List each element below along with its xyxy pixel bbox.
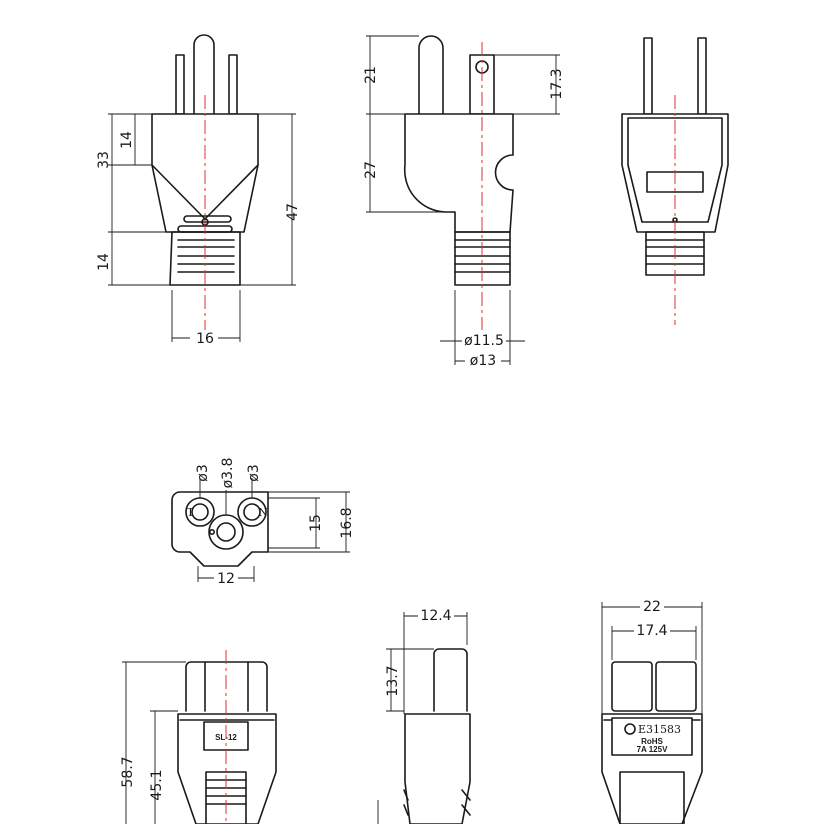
dim-side-17-3: 17.3 [549, 68, 565, 99]
dim-side-27: 27 [363, 161, 379, 179]
dim-front-16: 16 [196, 331, 214, 347]
dim-face-15: 15 [308, 514, 324, 532]
cert-number: E31583 [638, 723, 681, 736]
dim-side-d13: ø13 [470, 353, 496, 369]
dim-face-d3-8: ø3.8 [220, 458, 236, 489]
dim-conn-12-4: 12.4 [420, 608, 451, 624]
pin-label-n: N [258, 506, 268, 519]
dim-conn-13-7: 13.7 [385, 665, 401, 696]
dim-front-47: 47 [285, 203, 301, 221]
dim-conn-22: 22 [643, 599, 661, 615]
dim-front-14: 14 [119, 131, 135, 149]
dim-conn-58-7: 58.7 [120, 756, 136, 787]
connector-front-view: SL-12 58.7 45.1 [120, 650, 277, 824]
dim-face-d3-right: ø3 [246, 464, 262, 481]
dim-conn-17-4: 17.4 [636, 623, 667, 639]
connector-side-view: 12.4 13.7 [377, 608, 471, 824]
plug-front-view: 14 33 14 47 16 [96, 34, 301, 347]
dim-front-33: 33 [96, 151, 112, 169]
dim-front-14b: 14 [96, 253, 112, 271]
plug-back-view [621, 37, 729, 325]
rohs-label: RoHS [641, 737, 663, 746]
pin-label-l: L [185, 505, 193, 518]
connector-face-view: L N ø3 ø3.8 ø3 15 16.8 12 [171, 458, 355, 587]
dim-face-12: 12 [217, 571, 235, 587]
dim-face-d3-left: ø3 [195, 464, 211, 481]
connector-back-view: E31583 RoHS 7A 125V 22 17.4 [601, 599, 703, 824]
dim-side-d11-5: ø11.5 [464, 333, 504, 349]
rating-label: 7A 125V [637, 745, 669, 754]
dim-conn-45-1: 45.1 [149, 769, 165, 800]
dim-side-21: 21 [363, 66, 379, 84]
dim-face-16-8: 16.8 [339, 507, 355, 538]
plug-side-view: 21 27 17.3 ø11.5 ø13 [363, 35, 565, 369]
